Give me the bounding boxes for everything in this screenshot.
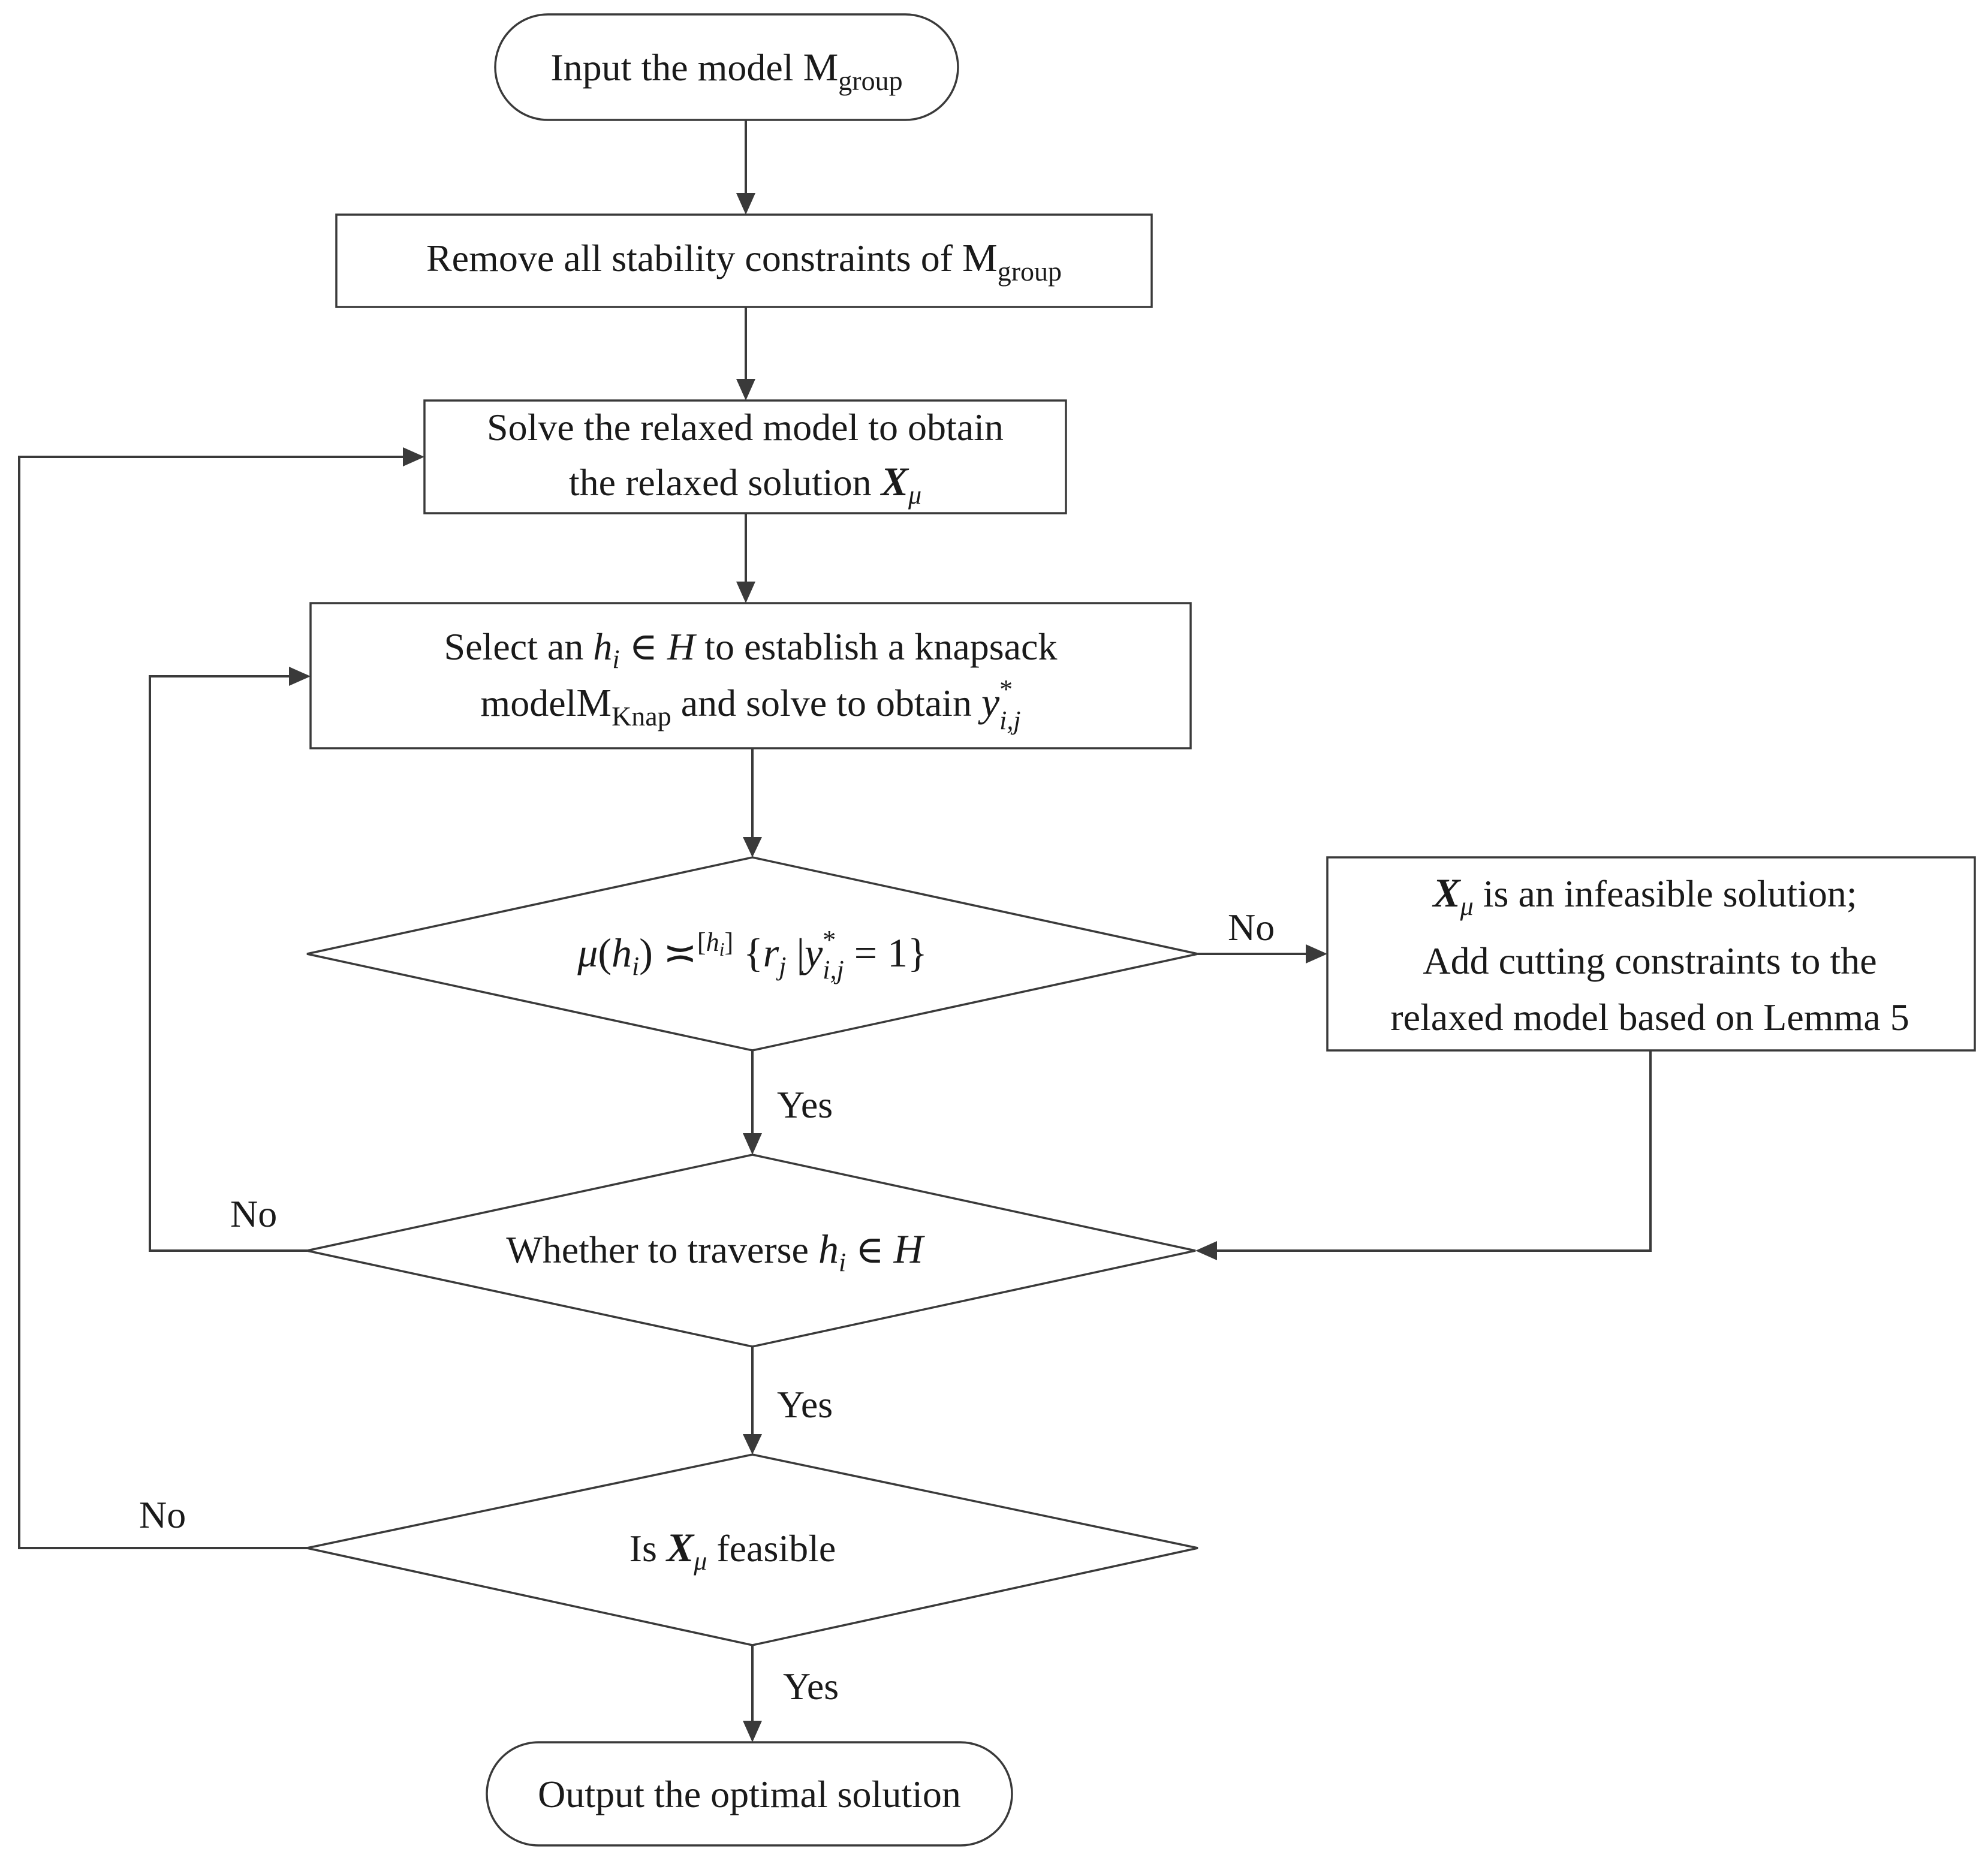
arrowhead-icon xyxy=(736,582,755,603)
arrowhead-icon xyxy=(743,1721,762,1742)
arrowhead-icon xyxy=(1195,1241,1217,1260)
edge-decision2-no xyxy=(149,675,307,1252)
arrowhead-icon xyxy=(403,447,424,466)
edge-label-d3-yes: Yes xyxy=(783,1665,839,1708)
connectors xyxy=(18,120,1652,1742)
remove-constraints-node: Remove all stability constraints of Mgro… xyxy=(335,213,1153,308)
infeasible-line2: Add cutting constraints to the xyxy=(1423,939,1876,982)
edge-labels: No Yes No Yes No Yes xyxy=(139,906,1275,1708)
select-knapsack-node: Select an hi ∈ H to establish a knapsack… xyxy=(309,602,1192,749)
arrowhead-icon xyxy=(289,667,311,686)
edge-label-d2-no: No xyxy=(230,1193,277,1235)
remove-constraints-label: Remove all stability constraints of Mgro… xyxy=(426,236,1062,287)
arrowhead-icon xyxy=(743,837,762,857)
decision-feasibility-formula: μ(hi) ≍[hi] {rj |y*i,j = 1} xyxy=(577,925,927,984)
edge-label-d1-no: No xyxy=(1228,906,1275,948)
infeasible-cutting-node: Xμ is an infeasible solution; Add cuttin… xyxy=(1326,856,1976,1052)
infeasible-line3: relaxed model based on Lemma 5 xyxy=(1390,996,1909,1038)
decision-xmu-label: Is Xμ feasible xyxy=(629,1525,836,1576)
end-label: Output the optimal solution xyxy=(538,1773,961,1815)
arrowhead-icon xyxy=(743,1434,762,1455)
infeasible-line1: Xμ is an infeasible solution; xyxy=(1432,870,1857,921)
solve-relaxed-node: Solve the relaxed model to obtain the re… xyxy=(423,399,1067,514)
arrowhead-icon xyxy=(736,379,755,400)
solve-relaxed-line2: the relaxed solution Xμ xyxy=(569,459,921,510)
edge-infeasible-to-decision2 xyxy=(1217,1050,1652,1252)
decision-traverse-check: Whether to traverse hi ∈ H xyxy=(306,1154,1196,1348)
arrowhead-icon xyxy=(736,193,755,215)
select-knapsack-line2: modelMKnap and solve to obtain y*i,j xyxy=(480,674,1020,735)
edge-label-d3-no: No xyxy=(139,1493,186,1536)
arrowhead-icon xyxy=(743,1133,762,1155)
decision-xmu-feasible: Is Xμ feasible xyxy=(306,1453,1198,1646)
solve-relaxed-line1: Solve the relaxed model to obtain xyxy=(487,406,1004,448)
decision-traverse-label: Whether to traverse hi ∈ H xyxy=(506,1226,925,1277)
start-label: Input the model Mgroup xyxy=(550,46,902,96)
edge-decision3-no xyxy=(18,456,403,1549)
decision-feasibility-check: μ(hi) ≍[hi] {rj |y*i,j = 1} xyxy=(306,856,1198,1052)
start-node: Input the model Mgroup xyxy=(494,13,959,121)
edge-label-d2-yes: Yes xyxy=(777,1383,833,1426)
end-node: Output the optimal solution xyxy=(486,1741,1013,1847)
arrowhead-icon xyxy=(1306,944,1327,963)
select-knapsack-line1: Select an hi ∈ H to establish a knapsack xyxy=(444,625,1058,674)
edge-label-d1-yes: Yes xyxy=(777,1083,833,1126)
